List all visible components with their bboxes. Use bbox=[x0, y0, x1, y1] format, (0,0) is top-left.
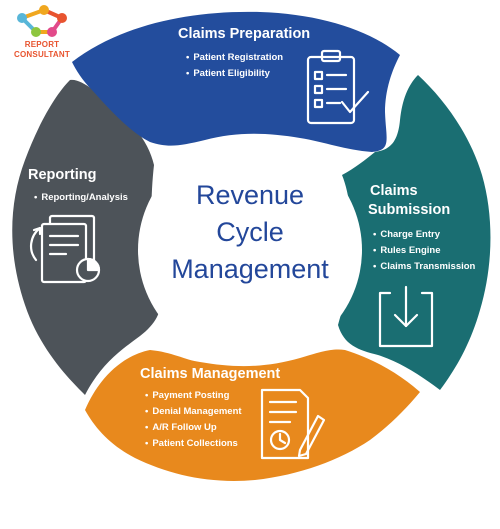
list-item: Claims Transmission bbox=[373, 259, 475, 275]
list-item: Charge Entry bbox=[373, 227, 475, 243]
center-title-line3: Management bbox=[171, 254, 329, 284]
claims-management-title: Claims Management bbox=[140, 366, 281, 382]
reporting-title: Reporting bbox=[28, 167, 97, 183]
claims-preparation-title: Claims Preparation bbox=[178, 26, 311, 42]
claims-preparation-list: Patient Registration Patient Eligibility bbox=[186, 50, 283, 82]
logo-text-line1: REPORT bbox=[24, 40, 60, 49]
list-item: Patient Eligibility bbox=[186, 66, 283, 82]
list-item: Patient Collections bbox=[145, 436, 242, 452]
list-item: Reporting/Analysis bbox=[34, 190, 128, 206]
list-item: A/R Follow Up bbox=[145, 420, 242, 436]
list-item: Payment Posting bbox=[145, 388, 242, 404]
list-item: Rules Engine bbox=[373, 243, 475, 259]
logo-text-line2: CONSULTANT bbox=[14, 50, 70, 59]
download-tray-icon bbox=[378, 285, 434, 348]
claims-submission-title-line1: Claims bbox=[370, 183, 418, 199]
reporting-list: Reporting/Analysis bbox=[34, 190, 128, 206]
report-chart-documents-icon bbox=[30, 214, 101, 284]
center-title-line2: Cycle bbox=[216, 217, 284, 247]
center-circle bbox=[138, 138, 362, 362]
claims-submission-list: Charge Entry Rules Engine Claims Transmi… bbox=[373, 227, 475, 275]
logo-icon bbox=[17, 5, 67, 37]
clipboard-checklist-icon bbox=[306, 49, 370, 125]
claims-submission-title-line2: Submission bbox=[368, 202, 451, 218]
document-clock-pen-icon bbox=[260, 388, 326, 460]
list-item: Patient Registration bbox=[186, 50, 283, 66]
center-title-line1: Revenue bbox=[195, 180, 305, 210]
list-item: Denial Management bbox=[145, 404, 241, 420]
claims-management-list: Payment Posting Denial Management A/R Fo… bbox=[145, 388, 242, 452]
